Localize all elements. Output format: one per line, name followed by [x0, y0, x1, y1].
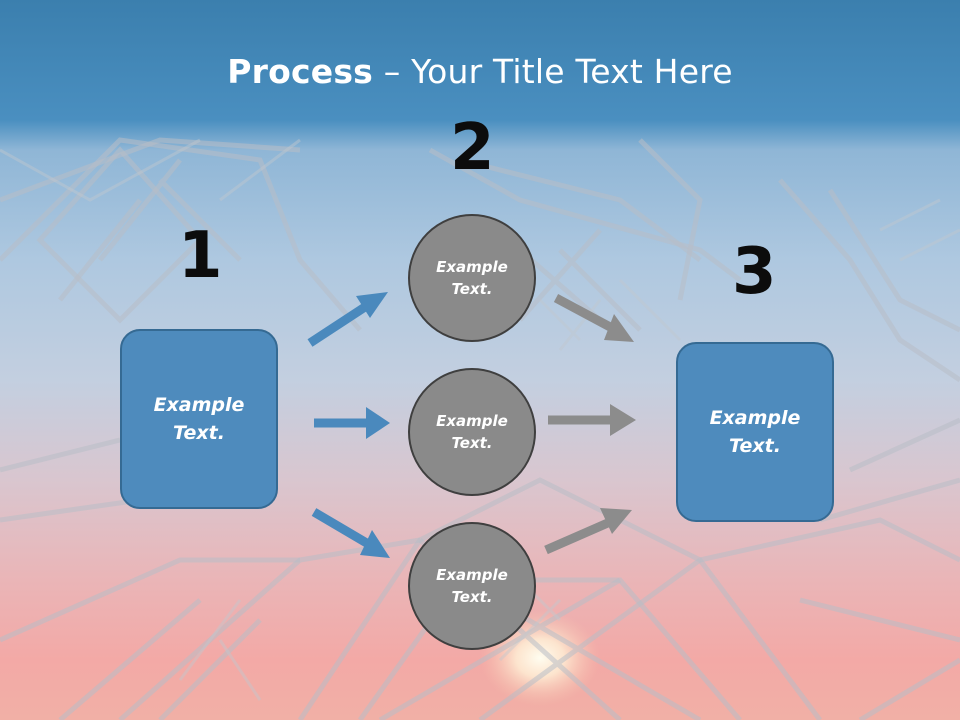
- circle-bottom-line2: Text.: [451, 588, 493, 606]
- circle-top-line2: Text.: [451, 280, 493, 298]
- step-2-circle-top: Example Text.: [408, 214, 536, 342]
- step-2-circle-middle: Example Text.: [408, 368, 536, 496]
- step-1-box: Example Text.: [120, 329, 278, 509]
- gray-arrow-down: [553, 294, 615, 332]
- step-1-text-line2: Text.: [173, 422, 225, 444]
- circle-middle-line1: Example: [436, 411, 508, 430]
- step-1-text-line1: Example: [153, 393, 245, 416]
- circle-bottom-line1: Example: [436, 565, 508, 584]
- blue-arrow-down: [311, 508, 373, 549]
- gray-arrow-right-head: [610, 404, 636, 436]
- blue-arrow-right-head: [366, 407, 390, 439]
- gray-arrow-up: [544, 517, 612, 555]
- step-2-circle-bottom: Example Text.: [408, 522, 536, 650]
- circle-middle-line2: Text.: [451, 434, 493, 452]
- blue-arrow-up: [307, 301, 371, 347]
- step-3-number: 3: [732, 235, 777, 309]
- title-bold: Process: [227, 52, 374, 91]
- circle-top-line1: Example: [436, 257, 508, 276]
- slide-title: Process – Your Title Text Here: [0, 52, 960, 91]
- step-2-number: 2: [450, 111, 495, 185]
- gray-arrow-up-head: [600, 508, 632, 534]
- blue-arrow-down-head: [360, 530, 390, 558]
- blue-arrow-up-head: [356, 292, 388, 318]
- step-1-number: 1: [178, 219, 223, 293]
- title-rest: – Your Title Text Here: [373, 52, 733, 91]
- step-3-text-line2: Text.: [729, 435, 781, 457]
- step-3-text-line1: Example: [709, 406, 801, 429]
- step-3-box: Example Text.: [676, 342, 834, 522]
- gray-arrow-down-head: [604, 314, 634, 342]
